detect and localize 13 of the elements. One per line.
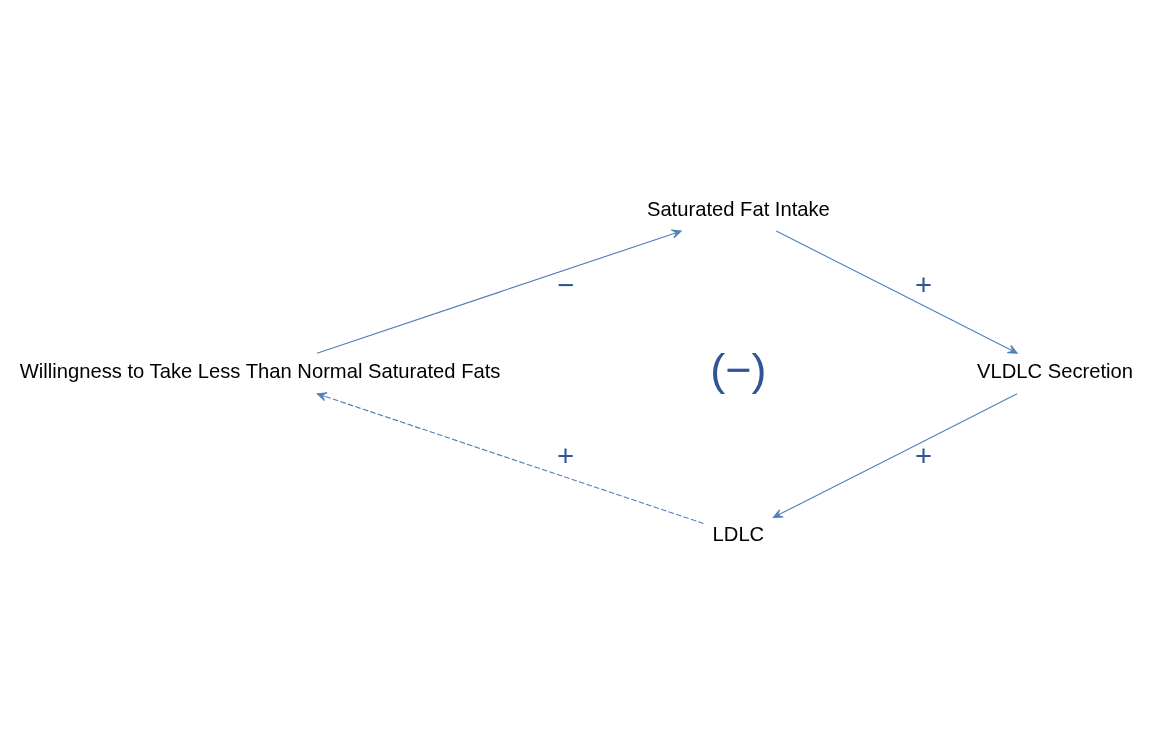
arrow [775,230,1018,354]
node-text: VLDLC Secretion [977,360,1134,383]
edge-label: + [915,268,933,301]
arrow [316,392,705,524]
node-text: Saturated Fat Intake [646,197,830,220]
edge-label: − [556,268,575,301]
node-text: LDLC [712,523,765,546]
edge-label: + [915,440,933,473]
node-text: Willingness to Take Less Than Normal Saturated Fats [19,360,501,383]
arrow [772,393,1018,518]
label: (−) [710,343,767,395]
edge-label: + [556,440,575,473]
arrow [316,229,682,354]
